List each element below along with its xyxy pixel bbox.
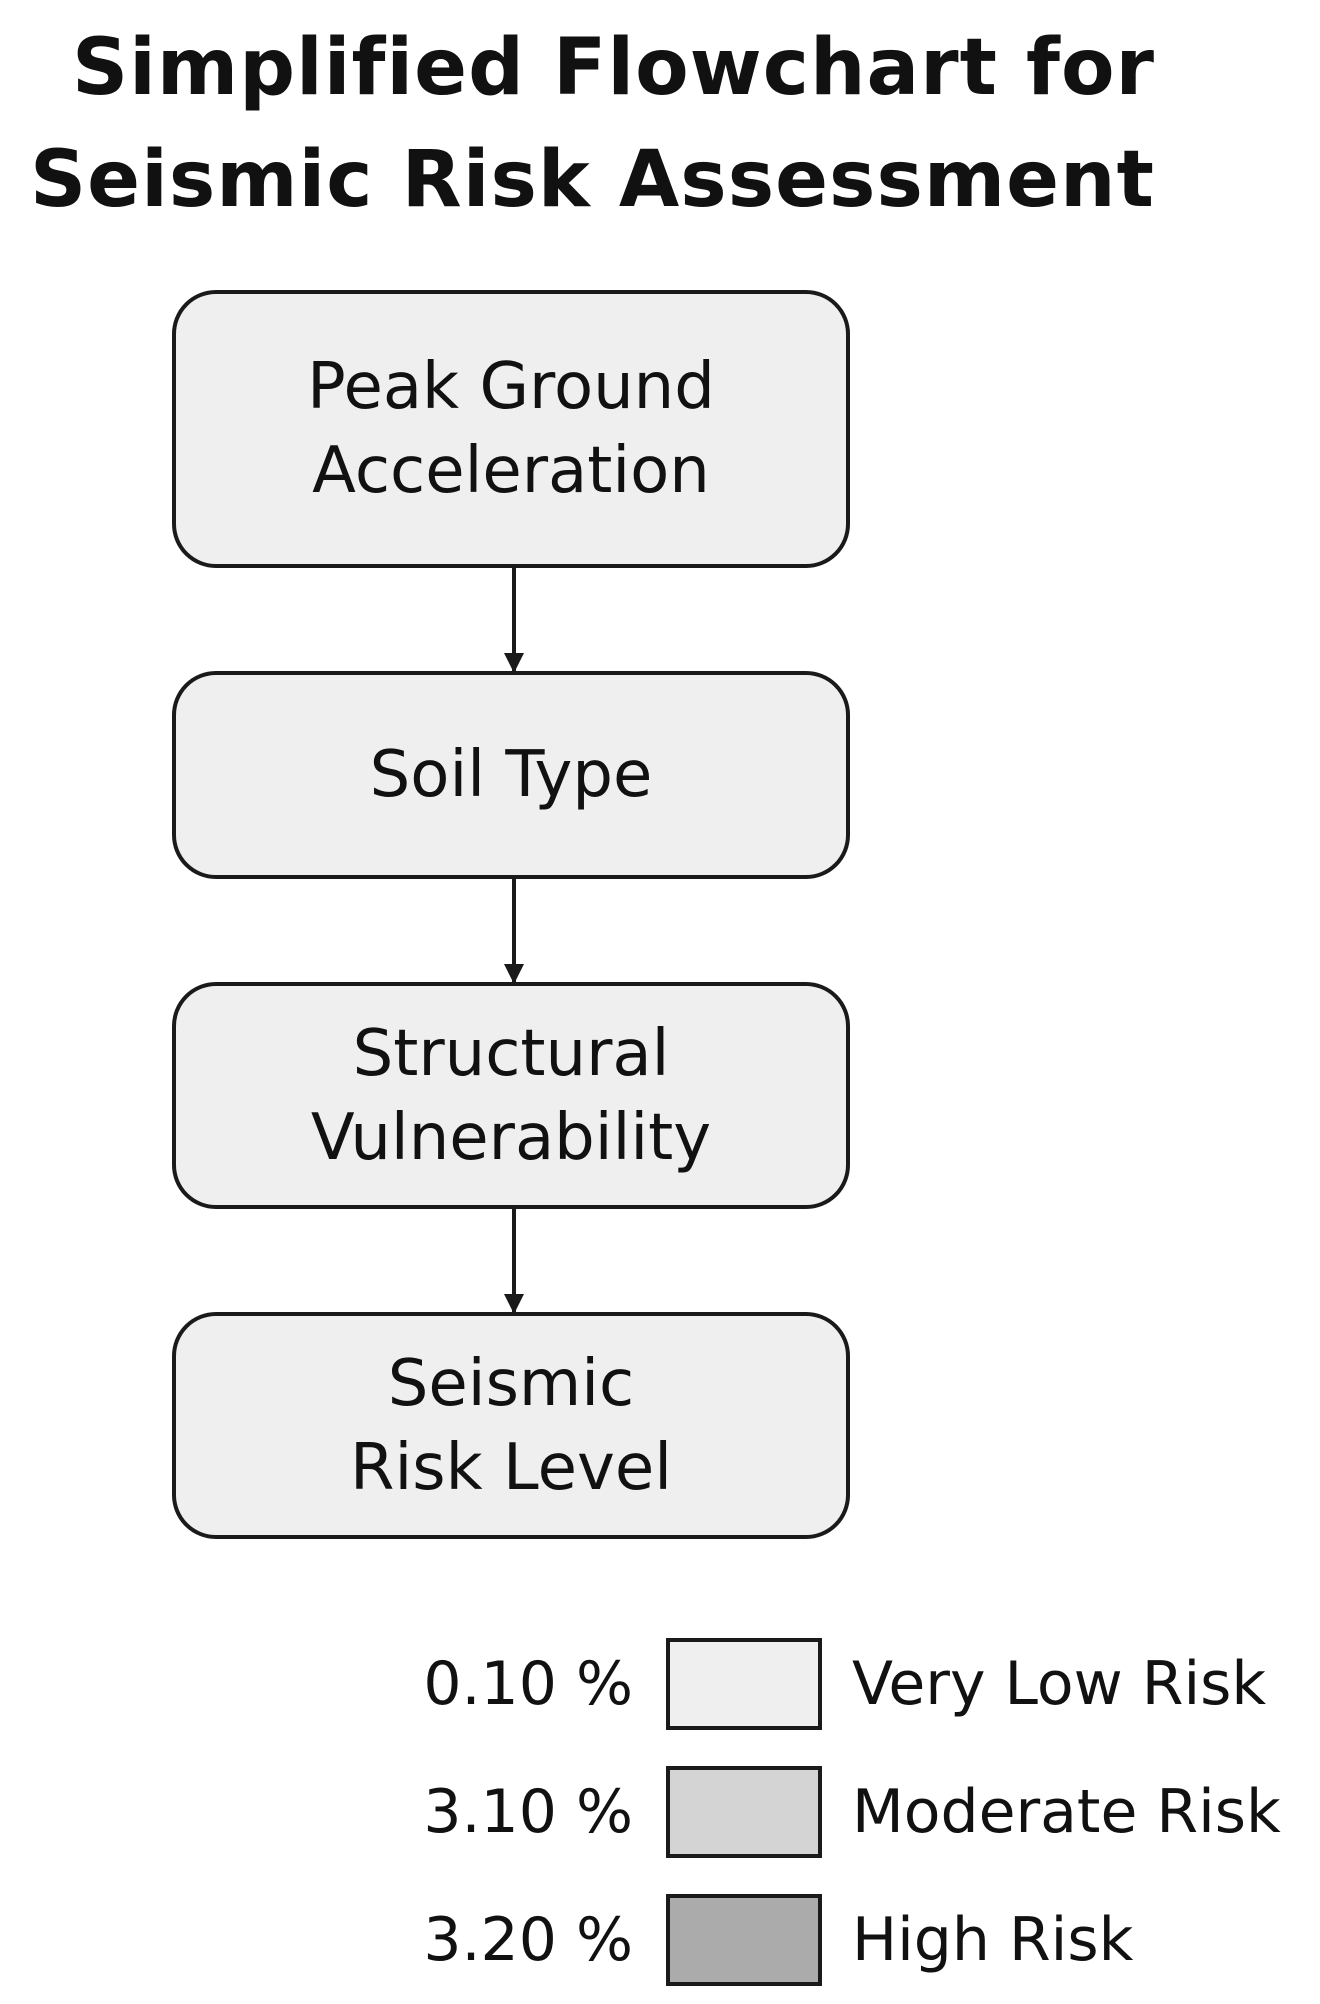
flow-node-soil-type: Soil Type xyxy=(172,671,850,879)
node-label-line: Risk Level xyxy=(350,1430,672,1505)
node-label-line: Peak Ground xyxy=(307,350,715,424)
node-label-line: Seismic xyxy=(387,1346,635,1421)
legend-item-high-risk: 3.20 % High Risk xyxy=(0,1894,1320,1986)
node-label-line: Soil Type xyxy=(369,738,653,812)
title-line-1: Simplified Flowchart for xyxy=(72,23,1156,113)
legend-swatch xyxy=(666,1894,822,1986)
flow-node-seismic-risk-level: Seismic Risk Level xyxy=(172,1312,850,1539)
legend-label: High Risk xyxy=(852,1905,1134,1975)
legend-label: Moderate Risk xyxy=(852,1777,1281,1847)
legend-swatch xyxy=(666,1638,822,1730)
node-label-line: Acceleration xyxy=(312,434,710,508)
legend-label: Very Low Risk xyxy=(852,1649,1267,1719)
node-label-line: Vulnerability xyxy=(310,1100,712,1175)
legend-value: 0.10 % xyxy=(423,1649,633,1719)
legend-swatch xyxy=(666,1766,822,1858)
title-line-2: Seismic Risk Assessment xyxy=(30,135,1155,225)
legend-item-moderate-risk: 3.10 % Moderate Risk xyxy=(0,1766,1320,1858)
node-label-line: Structural xyxy=(352,1016,670,1091)
diagram-title: Simplified Flowchart for Seismic Risk As… xyxy=(30,12,1270,236)
legend-value: 3.10 % xyxy=(423,1777,633,1847)
legend-value: 3.20 % xyxy=(423,1905,633,1975)
flow-node-structural-vulnerability: Structural Vulnerability xyxy=(172,982,850,1209)
flow-node-peak-ground-acceleration: Peak Ground Acceleration xyxy=(172,290,850,568)
legend-item-very-low-risk: 0.10 % Very Low Risk xyxy=(0,1638,1320,1730)
